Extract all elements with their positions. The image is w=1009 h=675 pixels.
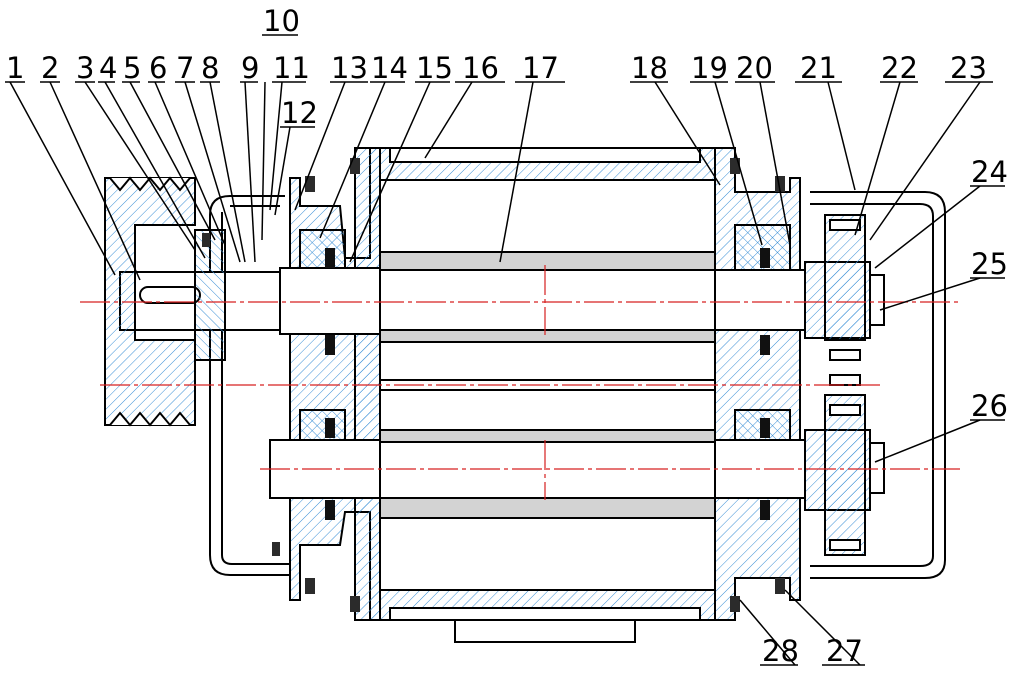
part-label-2: 2 xyxy=(41,51,59,85)
center-lines xyxy=(80,265,960,500)
part-label-4: 4 xyxy=(99,51,117,85)
part-label-6: 6 xyxy=(149,51,167,85)
part-label-8: 8 xyxy=(201,51,219,85)
part-label-14: 14 xyxy=(371,51,408,85)
part-label-10: 10 xyxy=(263,4,300,38)
part-label-23: 23 xyxy=(950,51,987,85)
bolt-heads xyxy=(202,158,785,612)
part-number-labels: 1 2 3 4 5 6 7 8 9 10 11 12 13 14 15 16 1… xyxy=(6,4,1008,668)
part-label-25: 25 xyxy=(971,247,1008,281)
part-label-26: 26 xyxy=(971,389,1008,423)
part-label-11: 11 xyxy=(273,51,310,85)
casing-shells xyxy=(379,147,716,621)
housing-outline xyxy=(209,191,946,643)
seals xyxy=(325,248,770,520)
leader-lines xyxy=(9,81,981,666)
part-label-16: 16 xyxy=(462,51,499,85)
part-label-5: 5 xyxy=(123,51,141,85)
part-label-28: 28 xyxy=(762,634,799,668)
part-label-9: 9 xyxy=(241,51,259,85)
left-end-cap xyxy=(289,147,381,621)
v-belt-pulley xyxy=(104,176,226,427)
part-label-13: 13 xyxy=(331,51,368,85)
part-label-27: 27 xyxy=(826,634,863,668)
part-label-18: 18 xyxy=(631,51,668,85)
part-label-17: 17 xyxy=(522,51,559,85)
part-label-1: 1 xyxy=(6,51,24,85)
part-label-7: 7 xyxy=(176,51,194,85)
label-underlines xyxy=(5,34,1005,666)
part-label-20: 20 xyxy=(736,51,773,85)
right-end-cap xyxy=(714,147,801,621)
upper-shaft xyxy=(119,261,885,339)
part-label-19: 19 xyxy=(691,51,728,85)
part-label-12: 12 xyxy=(281,96,318,130)
part-label-21: 21 xyxy=(800,51,837,85)
part-label-24: 24 xyxy=(971,155,1008,189)
part-label-22: 22 xyxy=(881,51,918,85)
gears xyxy=(824,214,866,556)
part-label-15: 15 xyxy=(416,51,453,85)
lower-shaft xyxy=(269,429,885,511)
part-label-3: 3 xyxy=(76,51,94,85)
